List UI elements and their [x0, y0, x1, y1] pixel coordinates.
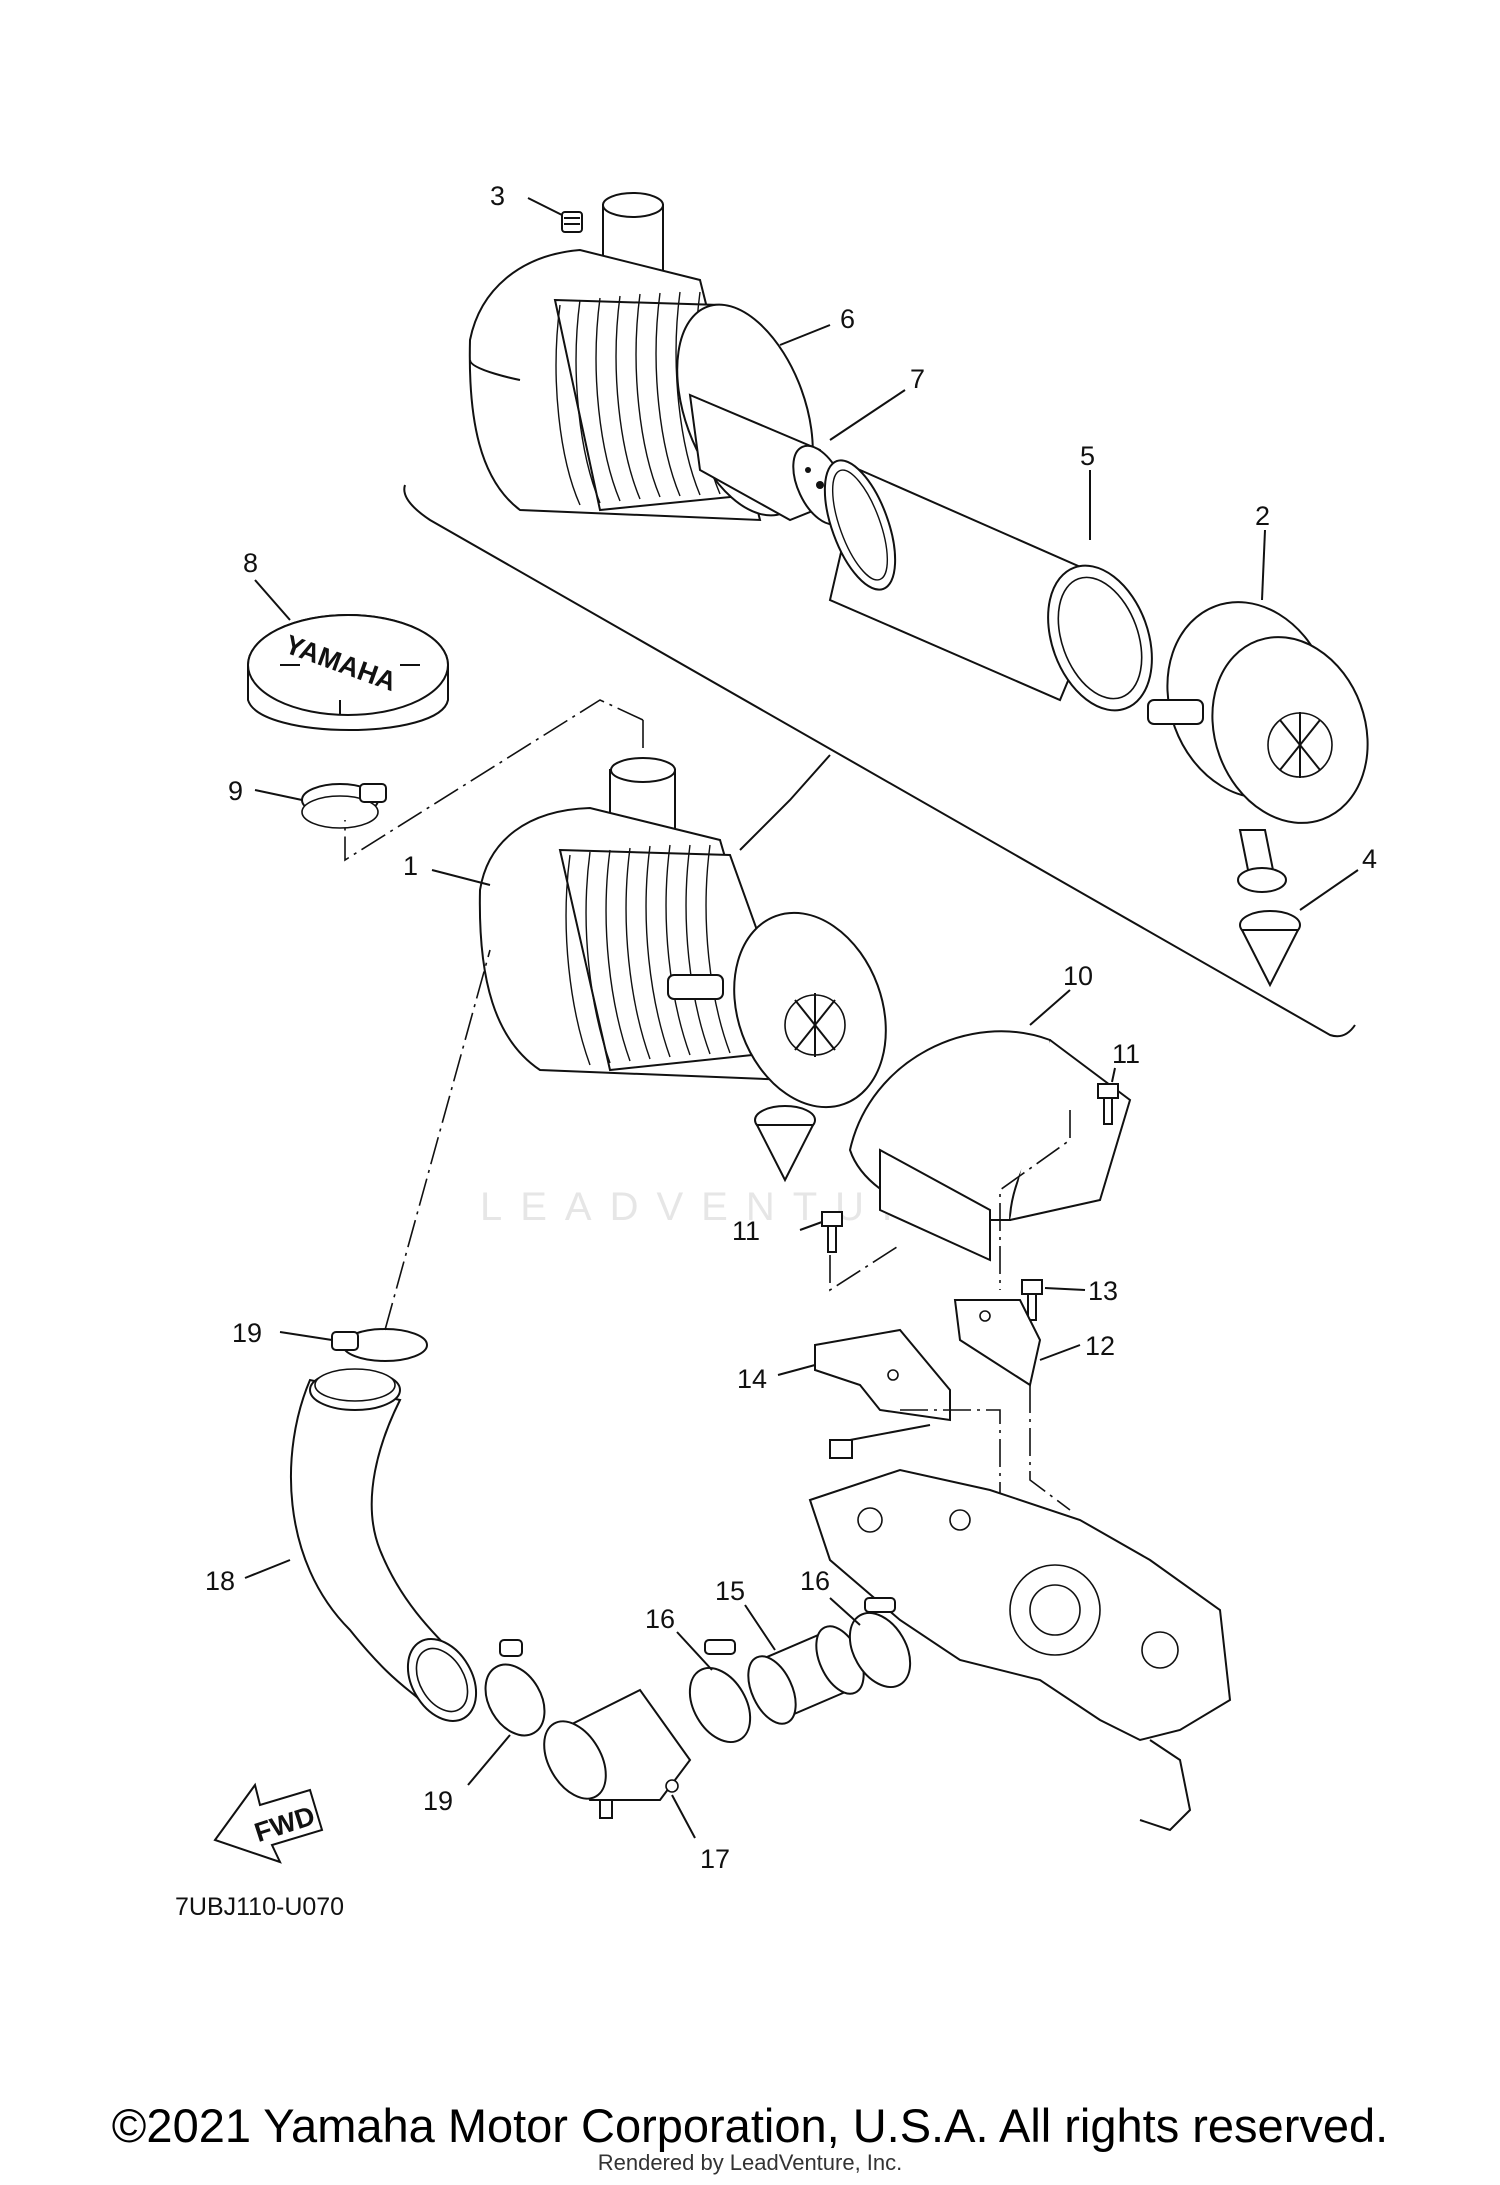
intake-joint: [543, 1688, 692, 1819]
callout-19-top: 19: [232, 1318, 262, 1348]
callout-17: 17: [700, 1844, 730, 1874]
callout-11-right: 11: [1112, 1039, 1140, 1069]
assembly-bracket: [403, 484, 1356, 1038]
leader-lines: [244, 197, 1359, 1839]
leadventure-watermark: LEADVENTURE: [480, 1185, 974, 1229]
diagram-code: 7UBJ110-U070: [175, 1893, 344, 1921]
callout-10: 10: [1063, 961, 1093, 991]
rendered-by-notice: Rendered by LeadVenture, Inc.: [597, 2150, 903, 2175]
throttle-body: [808, 1468, 1232, 1832]
callout-6: 6: [840, 304, 855, 334]
callout-7: 7: [910, 364, 925, 394]
bolt-11-right: [1097, 1083, 1119, 1125]
callout-3: 3: [490, 181, 505, 211]
filter-element: [823, 459, 1153, 712]
hose-clamp-upper: [301, 783, 387, 829]
forward-direction-arrow: FWD: [213, 1782, 324, 1864]
air-cleaner-cover: [1147, 601, 1369, 893]
callout-11-left: 11: [732, 1216, 760, 1246]
callout-4: 4: [1362, 844, 1377, 874]
hose-clamp-16-left: [688, 1639, 752, 1743]
callout-16-right: 16: [800, 1566, 830, 1596]
callout-18: 18: [205, 1566, 235, 1596]
cap: YAMAHA: [247, 614, 449, 731]
callout-9: 9: [228, 776, 243, 806]
callout-2: 2: [1255, 501, 1270, 531]
air-cleaner-case-upper: [468, 192, 848, 526]
bolt-13: [1021, 1279, 1043, 1321]
hose-clamp-16-right: [848, 1597, 912, 1688]
bracket-14: [814, 1328, 951, 1422]
hose-clamp-19-top: [331, 1328, 428, 1362]
intake-duct: [289, 1368, 478, 1722]
callout-14: 14: [737, 1364, 767, 1394]
bracket-12: [953, 1299, 1042, 1387]
vent-cap: [561, 211, 583, 233]
bolt-11-left: [821, 1211, 843, 1253]
callout-16-left: 16: [645, 1604, 675, 1634]
callout-13: 13: [1088, 1276, 1118, 1306]
copyright-notice: ©2021 Yamaha Motor Corporation, U.S.A. A…: [111, 2099, 1389, 2152]
air-cleaner-assembly: [478, 757, 887, 1183]
callout-8: 8: [243, 548, 258, 578]
callout-1: 1: [403, 851, 418, 881]
callout-15: 15: [715, 1576, 745, 1606]
callout-19-bottom: 19: [423, 1786, 453, 1816]
throttle-joint: [747, 1625, 865, 1725]
hose-clamp-19-bottom: [484, 1639, 546, 1737]
shroud-cover: [848, 1030, 1132, 1262]
callout-5: 5: [1080, 441, 1095, 471]
drain-valve: [1239, 910, 1301, 988]
callout-12: 12: [1085, 1331, 1115, 1361]
